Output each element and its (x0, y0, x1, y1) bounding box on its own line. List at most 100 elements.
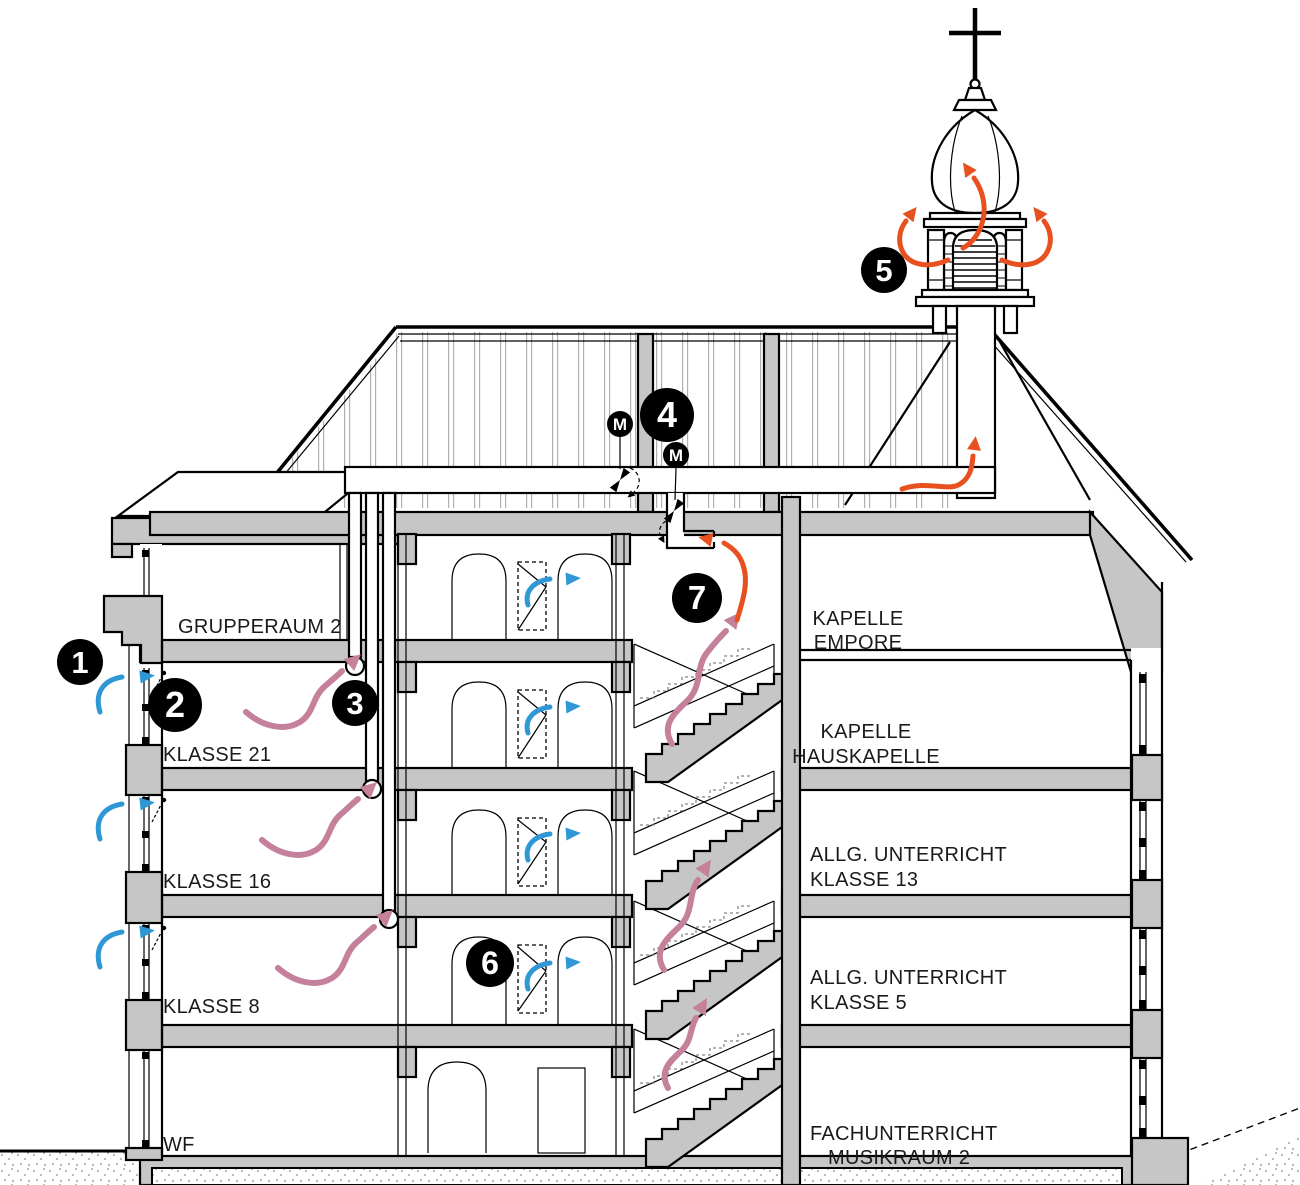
tower-neck-right (1002, 304, 1019, 335)
left-spandrel (124, 743, 164, 797)
wall-stub (610, 788, 632, 822)
room-air-klasse21 (243, 668, 345, 730)
floor-slab-4-right (780, 893, 1162, 919)
wall-stub (396, 915, 418, 949)
exhaust-tower-right (999, 218, 1053, 268)
wall-stub (610, 660, 632, 694)
stair-chapel-wall (780, 495, 802, 1185)
extract-duct-klasse21 (347, 491, 363, 659)
belfry-base-cornice-lower (914, 295, 1036, 308)
left-spandrel (124, 998, 164, 1052)
transfer-door (517, 944, 547, 1014)
marker-2-label: 2 (165, 684, 185, 725)
right-spandrel (1130, 878, 1164, 930)
transfer-door (517, 817, 547, 887)
stairwell-exhaust-intake (665, 493, 716, 550)
room-air-klasse8 (275, 924, 377, 986)
tower-neck-left (931, 304, 948, 335)
corridor-walls (397, 535, 625, 1156)
marker-4: 4 (640, 388, 694, 442)
right-facade (1129, 582, 1190, 1185)
stair-steps-dashed (640, 648, 752, 1084)
attic-collector-duct (343, 465, 997, 495)
damper-arc-arrow (657, 535, 665, 544)
label-kapelle-empore-1: KAPELLE (812, 608, 903, 630)
motor-label: M (669, 446, 683, 465)
label-klasse5-2: KLASSE 5 (810, 992, 907, 1014)
damper-swing-arc (658, 520, 667, 537)
onion-dome (930, 108, 1020, 215)
label-klasse13-2: KLASSE 13 (810, 869, 918, 891)
dormer-fascia-step (110, 542, 134, 559)
label-klasse8: KLASSE 8 (163, 996, 260, 1018)
wall-stub (610, 532, 632, 566)
wall-stub (396, 660, 418, 694)
label-musikraum-2: MUSIKRAUM 2 (828, 1147, 970, 1169)
marker-6: 6 (466, 939, 514, 987)
tower-finial-base (952, 98, 998, 112)
exhaust-air-arrows (698, 162, 1053, 623)
extract-duct-klasse16 (364, 491, 380, 783)
ground-texture-right (1196, 1136, 1300, 1185)
motor-marker-1: M (607, 411, 633, 437)
stair-flights (644, 672, 798, 1169)
marker-7-label: 7 (688, 579, 706, 616)
ground (0, 1107, 1300, 1185)
marker-1-label: 1 (71, 645, 88, 680)
dormer-flat-roof (114, 470, 378, 518)
transfer-arrow (524, 704, 553, 736)
left-spandrel (124, 870, 164, 925)
transfer-arrow (524, 831, 553, 863)
room-air-arrows (243, 612, 740, 1091)
wall-stub (610, 915, 632, 949)
damper-arc-arrow (627, 490, 636, 498)
roof-slope-right (986, 325, 1194, 562)
label-klasse13-1: ALLG. UNTERRICHT (810, 844, 1007, 866)
wall-stub (396, 1045, 418, 1079)
left-spandrel (124, 1146, 164, 1162)
wall-stub (610, 1045, 632, 1079)
label-kapelle-empore-2: EMPORE (814, 632, 902, 654)
attic-roof (114, 325, 1194, 563)
room-air-klasse16 (259, 796, 361, 858)
wall-stub (396, 532, 418, 566)
supply-arrow-klasse8 (95, 929, 125, 970)
label-klasse5-1: ALLG. UNTERRICHT (810, 967, 1007, 989)
motor-marker-2: M (663, 442, 689, 468)
transfer-arrow (524, 576, 553, 608)
label-klasse16: KLASSE 16 (163, 871, 271, 893)
transfer-door (517, 689, 547, 759)
marker-5-label: 5 (875, 253, 892, 288)
attic-floor-slab (148, 510, 1095, 537)
damper-valve-icon (609, 467, 631, 493)
supply-arrow-klasse21 (95, 674, 125, 715)
corridor-wall-stubs (396, 532, 632, 1079)
extract-duct-klasse8 (381, 491, 397, 913)
dampers (609, 437, 685, 544)
floor-slab-5-left (138, 1023, 634, 1049)
label-hauskapelle-1: KAPELLE (820, 721, 911, 743)
motor-label: M (613, 415, 627, 434)
stairwell (633, 643, 798, 1169)
ground-texture-left (0, 1152, 140, 1185)
transfer-door (517, 561, 547, 631)
right-spandrel (1130, 1008, 1164, 1060)
belfry-columns (926, 228, 1024, 292)
supply-air-arrows (95, 572, 581, 992)
label-wf: WF (163, 1134, 195, 1156)
exhaust-into-duct (721, 540, 748, 623)
dome-meridian (987, 115, 1001, 213)
stairwell-air-rise (656, 877, 701, 973)
corridor-arches (427, 553, 613, 1153)
dome-cornice-lower (922, 217, 1028, 229)
damper-valve-icon (663, 498, 685, 524)
dome-meridian (949, 115, 963, 213)
damper-swing-arc (629, 467, 640, 493)
exhaust-attic-duct (899, 453, 976, 492)
marker-4-label: 4 (657, 394, 677, 435)
label-musikraum-1: FACHUNTERRICHT (810, 1123, 998, 1145)
label-grupperaum2: GRUPPERAUM 2 (178, 616, 342, 638)
stairwell-air-rise (664, 628, 729, 747)
